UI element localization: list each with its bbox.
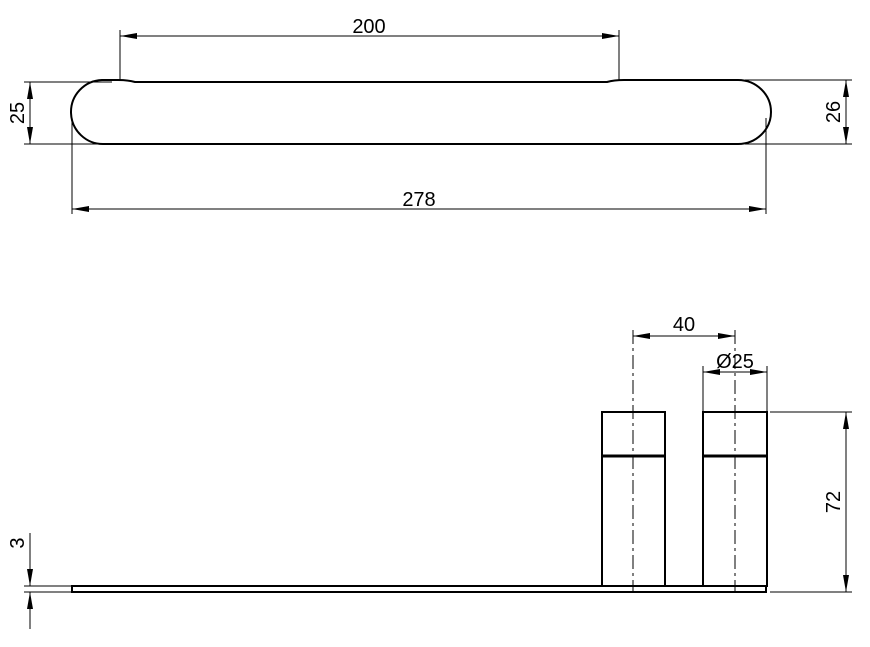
dim-right-height-label: 26 bbox=[823, 101, 845, 123]
dim-left-height: 25 bbox=[7, 81, 112, 145]
dim-total-length: 278 bbox=[71, 118, 767, 214]
dim-post-spacing-label: 40 bbox=[673, 314, 695, 336]
base-plate bbox=[71, 585, 767, 593]
dim-left-height-label: 25 bbox=[7, 102, 29, 124]
left-post bbox=[601, 330, 666, 592]
dim-grip-length: 200 bbox=[119, 16, 620, 80]
right-post bbox=[702, 330, 768, 592]
handle-outline bbox=[70, 79, 772, 146]
side-view: 40 Ø25 72 3 bbox=[7, 314, 852, 629]
dim-right-height: 26 bbox=[745, 79, 852, 145]
dim-post-diameter-label: Ø25 bbox=[716, 351, 754, 373]
dim-grip-length-label: 200 bbox=[352, 16, 385, 38]
dim-post-diameter: Ø25 bbox=[702, 351, 768, 412]
top-view: 200 25 26 278 bbox=[7, 16, 852, 214]
dim-post-spacing: 40 bbox=[633, 314, 735, 339]
dim-post-height: 72 bbox=[770, 411, 852, 593]
dim-post-height-label: 72 bbox=[823, 491, 845, 513]
dim-total-length-label: 278 bbox=[402, 189, 435, 211]
dim-base-thickness-label: 3 bbox=[7, 537, 29, 548]
dim-base-thickness: 3 bbox=[7, 533, 72, 629]
